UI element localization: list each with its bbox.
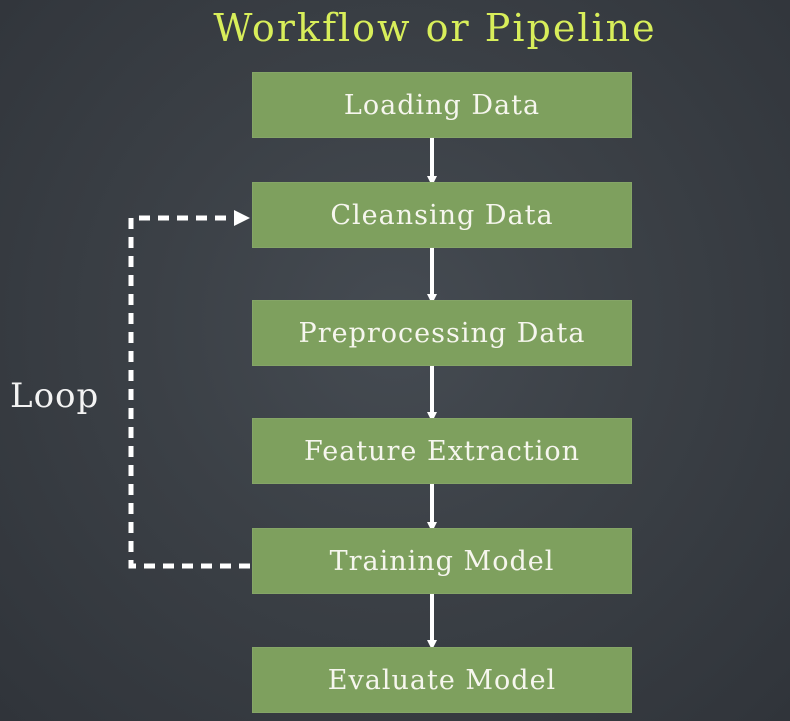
loop-label: Loop [10, 376, 100, 416]
step-cleansing-data: Cleansing Data [252, 182, 632, 248]
step-training-model: Training Model [252, 528, 632, 594]
step-loading-data: Loading Data [252, 72, 632, 138]
step-feature-extraction: Feature Extraction [252, 418, 632, 484]
loop-arrowhead [234, 210, 250, 226]
loop-connector [128, 215, 250, 569]
step-evaluate-model: Evaluate Model [252, 647, 632, 713]
step-preprocessing-data: Preprocessing Data [252, 300, 632, 366]
diagram-title: Workflow or Pipeline [213, 6, 657, 50]
